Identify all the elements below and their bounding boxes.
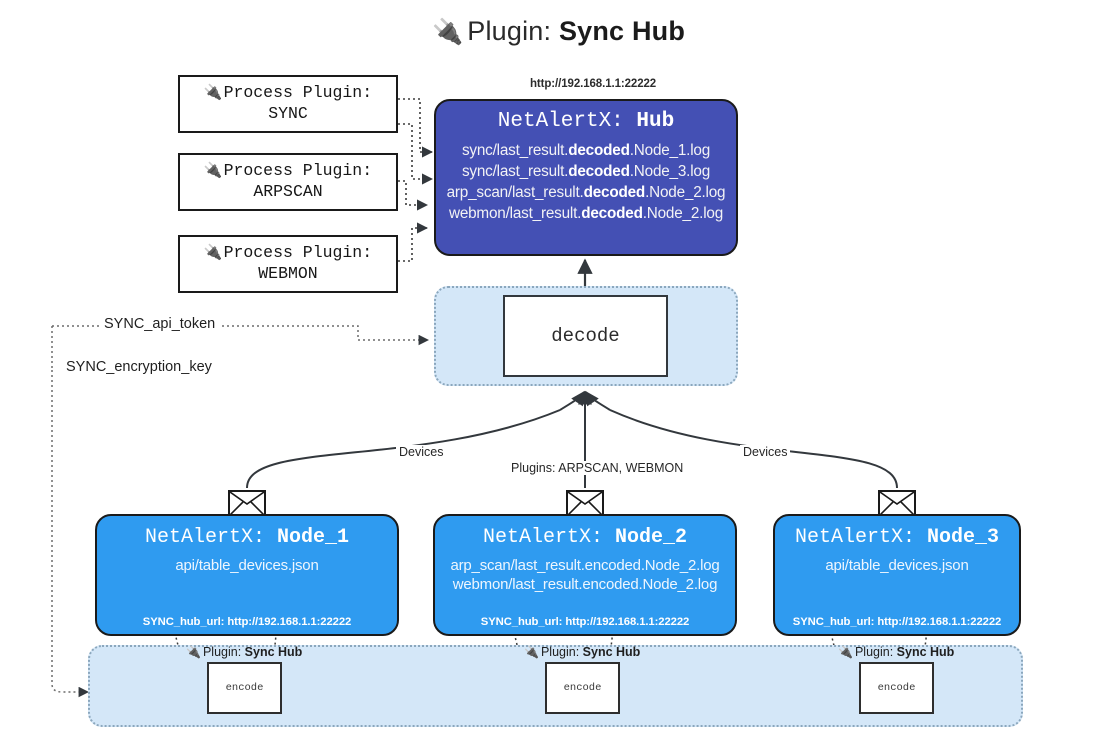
page-title: 🔌Plugin: Sync Hub bbox=[0, 16, 1117, 47]
encode-plugin-label-1: 🔌Plugin: Sync Hub bbox=[186, 645, 303, 659]
edge-label-devices-right: Devices bbox=[740, 445, 791, 459]
encode-box-2[interactable]: encode bbox=[545, 662, 620, 714]
node-hub-url: SYNC_hub_url: http://192.168.1.1:22222 bbox=[480, 616, 690, 628]
envelope-icon bbox=[228, 490, 266, 517]
encode-plugin-label-2: 🔌Plugin: Sync Hub bbox=[524, 645, 641, 659]
encode-box-1[interactable]: encode bbox=[207, 662, 282, 714]
node-title: NetAlertX: Node_2 bbox=[482, 526, 688, 549]
node-log-line: arp_scan/last_result.encoded.Node_2.log bbox=[450, 557, 720, 574]
title-prefix: Plugin: bbox=[467, 16, 552, 46]
process-plugin-line1: 🔌Process Plugin: bbox=[203, 243, 373, 263]
process-plugin-line2: WEBMON bbox=[258, 264, 318, 283]
node-hub-url: SYNC_hub_url: http://192.168.1.1:22222 bbox=[142, 616, 352, 628]
plug-icon: 🔌 bbox=[203, 83, 223, 102]
node-log-line: api/table_devices.json bbox=[175, 557, 319, 574]
node-3[interactable]: NetAlertX: Node_3 api/table_devices.json… bbox=[773, 514, 1021, 636]
decode-box[interactable]: decode bbox=[503, 295, 668, 377]
node-title: NetAlertX: Node_1 bbox=[144, 526, 350, 549]
process-plugin-sync[interactable]: 🔌Process Plugin: SYNC bbox=[178, 75, 398, 133]
hub-title: NetAlertX: Hub bbox=[497, 110, 675, 133]
plug-icon: 🔌 bbox=[524, 645, 539, 659]
edge-label-plugins-center: Plugins: ARPSCAN, WEBMON bbox=[508, 461, 687, 475]
hub-log-list: sync/last_result.decoded.Node_1.log sync… bbox=[436, 142, 736, 223]
edge-label-devices-left: Devices bbox=[396, 445, 447, 459]
plug-icon: 🔌 bbox=[203, 243, 223, 262]
hub-log-line: sync/last_result.decoded.Node_3.log bbox=[461, 163, 711, 180]
sync-encryption-key-label: SYNC_encryption_key bbox=[62, 359, 216, 375]
hub-url-label: http://192.168.1.1:22222 bbox=[530, 78, 657, 90]
hub-log-line: arp_scan/last_result.decoded.Node_2.log bbox=[446, 184, 726, 201]
encode-plugin-label-3: 🔌Plugin: Sync Hub bbox=[838, 645, 955, 659]
hub-log-line: webmon/last_result.decoded.Node_2.log bbox=[448, 205, 724, 222]
process-plugin-line1: 🔌Process Plugin: bbox=[203, 161, 373, 181]
node-title: NetAlertX: Node_3 bbox=[794, 526, 1000, 549]
process-plugin-line1: 🔌Process Plugin: bbox=[203, 83, 373, 103]
encode-box-3[interactable]: encode bbox=[859, 662, 934, 714]
plug-icon: 🔌 bbox=[203, 161, 223, 180]
sync-api-token-label: SYNC_api_token bbox=[100, 316, 220, 332]
title-name: Sync Hub bbox=[558, 16, 686, 46]
node-1[interactable]: NetAlertX: Node_1 api/table_devices.json… bbox=[95, 514, 399, 636]
hub-log-line: sync/last_result.decoded.Node_1.log bbox=[461, 142, 711, 159]
envelope-icon bbox=[878, 490, 916, 517]
process-plugin-line2: SYNC bbox=[268, 104, 308, 123]
hub-node[interactable]: NetAlertX: Hub sync/last_result.decoded.… bbox=[434, 99, 738, 256]
node-log-list: api/table_devices.json bbox=[97, 557, 397, 574]
node-log-list: arp_scan/last_result.encoded.Node_2.log … bbox=[435, 557, 735, 593]
node-log-list: api/table_devices.json bbox=[775, 557, 1019, 574]
node-hub-url: SYNC_hub_url: http://192.168.1.1:22222 bbox=[792, 616, 1002, 628]
plug-icon: 🔌 bbox=[838, 645, 853, 659]
plug-icon: 🔌 bbox=[186, 645, 201, 659]
envelope-icon bbox=[566, 490, 604, 517]
process-plugin-arpscan[interactable]: 🔌Process Plugin: ARPSCAN bbox=[178, 153, 398, 211]
node-2[interactable]: NetAlertX: Node_2 arp_scan/last_result.e… bbox=[433, 514, 737, 636]
process-plugin-webmon[interactable]: 🔌Process Plugin: WEBMON bbox=[178, 235, 398, 293]
node-log-line: api/table_devices.json bbox=[825, 557, 969, 574]
plug-icon: 🔌 bbox=[431, 18, 464, 46]
node-log-line: webmon/last_result.encoded.Node_2.log bbox=[452, 576, 718, 593]
process-plugin-line2: ARPSCAN bbox=[253, 182, 323, 201]
